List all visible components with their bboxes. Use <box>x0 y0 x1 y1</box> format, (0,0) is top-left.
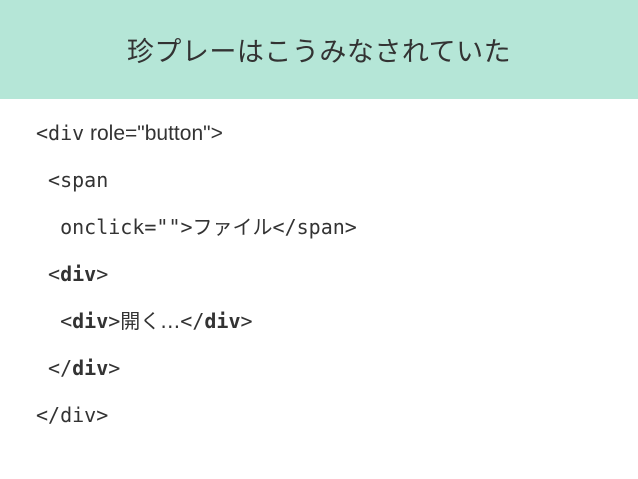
code-span-close: </span> <box>272 215 357 239</box>
code-onclick-attr: onclick=""> <box>60 215 193 239</box>
code-gt: > <box>96 262 109 286</box>
code-lt: < <box>36 262 61 286</box>
code-lt: < <box>36 309 73 333</box>
code-line-4: <div> <box>36 261 108 287</box>
code-open-text: 開く… <box>120 309 181 333</box>
code-tag-div-bold: div <box>204 309 241 333</box>
code-indent <box>36 215 60 239</box>
code-line-2: <span <box>36 167 108 193</box>
code-gt: > <box>240 309 253 333</box>
code-tag-div: div <box>48 121 85 145</box>
title-bar: 珍プレーはこうみなされていた <box>0 0 638 99</box>
code-tag-div-bold: div <box>60 262 97 286</box>
code-line-1: <div role="button"> <box>36 120 223 147</box>
code-line-7: </div> <box>36 402 108 428</box>
code-gt: > <box>108 356 121 380</box>
code-span-open: <span <box>36 168 109 192</box>
code-gt: > <box>108 309 121 333</box>
code-role-attr: role="button"> <box>84 122 223 145</box>
code-line-6: </div> <box>36 355 120 381</box>
slide-title: 珍プレーはこうみなされていた <box>126 37 512 68</box>
code-lt: < <box>36 121 49 145</box>
code-line-3: onclick="">ファイル</span> <box>36 214 357 240</box>
code-file-text: ファイル <box>192 215 273 239</box>
code-close-lt: </ <box>36 356 73 380</box>
code-close-lt: </ <box>180 309 205 333</box>
code-tag-div-bold: div <box>72 309 109 333</box>
code-tag-div-bold: div <box>72 356 109 380</box>
code-line-5: <div>開く…</div> <box>36 308 253 334</box>
code-div-close: </div> <box>36 403 109 427</box>
